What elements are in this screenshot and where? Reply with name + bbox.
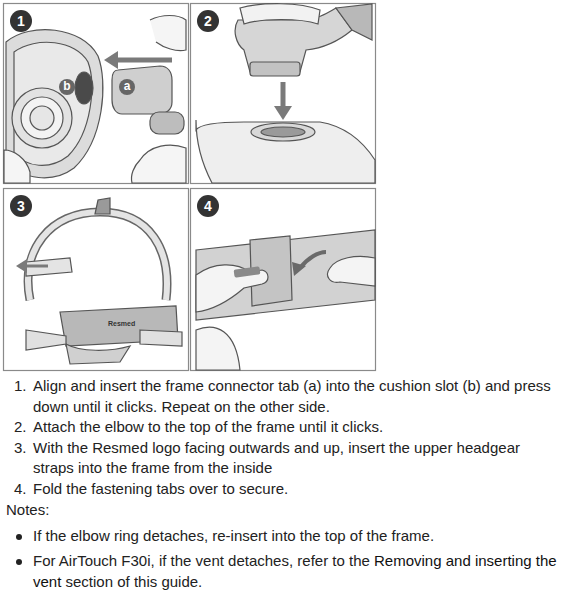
cushion-illustration-part [150,112,184,134]
panel-frames [4,4,376,371]
cushion-illustration-part [112,66,172,114]
panel-frame [4,189,189,371]
step-item: 2. Attach the elbow to the top of the fr… [0,417,561,438]
headgear-illustration [26,198,182,364]
letter-marker [59,79,75,95]
cushion-illustration-part [150,16,186,51]
panel-frame [191,189,376,371]
note-text: If the elbow ring detaches, re-insert in… [33,527,434,544]
bullet-dot [16,559,22,565]
insert-arrow-part [104,51,118,69]
cushion-illustration-part [12,88,72,148]
callout-number: 4 [197,195,219,217]
elbow-illustration-part [196,120,375,183]
strap-illustration-part [196,265,268,312]
step-text: Fold the fastening tabs over to secure. [33,480,288,497]
insert-arrow [104,51,172,69]
callout-circle [197,10,219,32]
callout-circle [10,10,32,32]
step-item: 4. Fold the fastening tabs over to secur… [0,479,561,500]
bullet-dot [16,534,22,540]
letter-marker [119,79,135,95]
headgear-illustration-part [26,330,66,350]
cushion-illustration-part [21,97,63,139]
callout-number: 2 [197,10,219,32]
cushion-illustration-part [131,145,186,183]
cushion-illustration [4,16,186,184]
step-number: 3. [14,438,27,459]
headgear-illustration-part [26,258,72,276]
cushion-illustration-part [6,30,103,178]
callout-circle [10,195,32,217]
elbow-illustration-part [336,4,372,40]
attach-arrow-part [281,82,286,108]
headgear-illustration-part [140,330,182,346]
step-number: 1. [14,376,27,397]
step-text: With the Resmed logo facing outwards and… [33,439,520,477]
part-letter: b [59,79,75,95]
insert-arrow-part [26,265,48,268]
cushion-illustration-part [30,106,54,130]
insert-arrow [16,259,48,273]
panel-frame [191,4,376,184]
note-item: If the elbow ring detaches, re-insert in… [0,526,561,547]
attach-arrow [274,82,292,120]
step-text: Attach the elbow to the top of the frame… [33,418,383,435]
fastening-tab [234,266,261,278]
elbow-illustration-part [251,123,315,141]
elbow-illustration-part [250,62,300,76]
step-number: 2. [14,417,27,438]
step-item: 3. With the Resmed logo facing outwards … [0,438,561,479]
headgear-illustration-part [95,198,110,214]
callout-number: 1 [10,10,32,32]
step-item: 1. Align and insert the frame connector … [0,376,561,417]
note-text: section of this guide. [66,573,203,590]
attach-arrow-part [274,106,292,120]
fold-arrow-part [292,262,306,276]
elbow-illustration-part [261,127,305,137]
notes-heading: Notes: [0,500,561,521]
step-number: 4. [14,479,27,500]
elbow-illustration-part [240,4,320,24]
cushion-illustration-part [4,150,30,183]
strap-illustration-part [328,256,375,286]
strap-illustration-part [196,230,375,320]
headgear-illustration-part [66,344,130,364]
part-letter: a [119,79,135,95]
callout-circles [10,10,219,217]
strap-illustration-part [196,327,240,370]
fold-arrow [292,252,326,276]
step-text: Align and insert the frame connector tab… [33,377,551,415]
note-text: For AirTouch F30i, if the vent detaches,… [33,552,370,569]
logo-text: Resmed [108,320,135,327]
callout-circle [197,195,219,217]
insert-arrow-part [116,58,172,63]
insert-arrow-part [16,259,27,273]
callout-number: 3 [10,195,32,217]
note-item: For AirTouch F30i, if the vent detaches,… [0,551,561,592]
elbow-illustration [196,4,375,183]
instructions-text: 1. Align and insert the frame connector … [0,376,561,592]
headgear-illustration-part [28,212,167,300]
strap-illustration [196,230,375,370]
cushion-illustration-part [75,72,93,104]
panel-frame [4,4,189,184]
headgear-illustration-part [28,212,167,300]
